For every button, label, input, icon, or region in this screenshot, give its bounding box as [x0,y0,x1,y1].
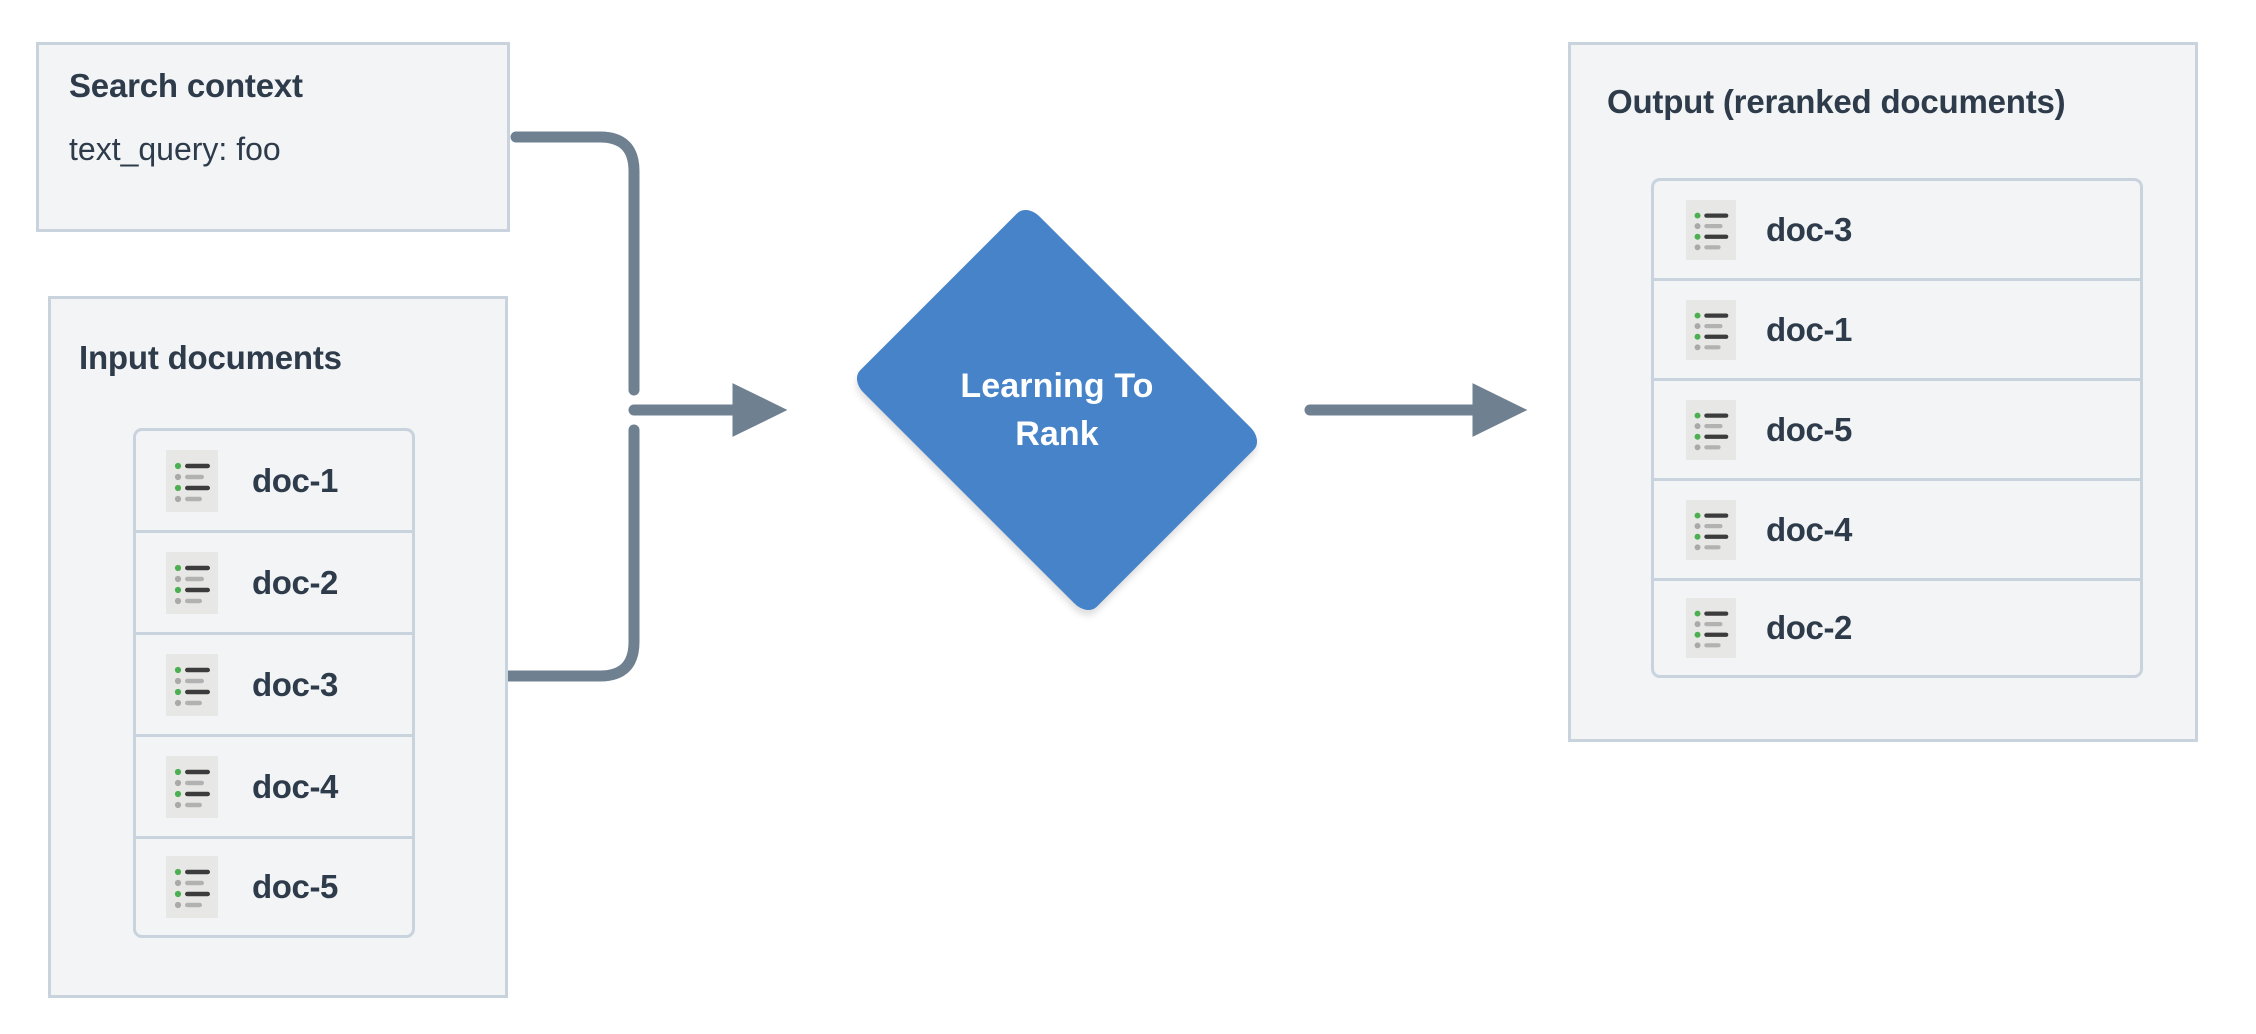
list-document-icon [1686,299,1736,360]
document-label: doc-5 [1766,410,1853,448]
document-list-item[interactable]: doc-3 [133,632,415,734]
search-context-query-text: text_query: foo [69,131,281,167]
document-label: doc-1 [252,461,339,499]
learning-to-rank-node[interactable]: Learning To Rank [822,175,1292,645]
document-list-item[interactable]: doc-2 [133,530,415,632]
document-label: doc-2 [252,563,339,601]
list-document-icon [1686,499,1736,560]
document-list-item[interactable]: doc-5 [133,836,415,938]
document-list-item[interactable]: doc-4 [1651,478,2143,578]
input-documents-title: Input documents [79,339,342,376]
document-label: doc-4 [1766,510,1853,548]
document-label: doc-3 [1766,210,1853,248]
list-document-icon [1686,598,1736,658]
document-list-item[interactable]: doc-3 [1651,178,2143,278]
document-list-item[interactable]: doc-2 [1651,578,2143,678]
list-document-icon [1686,399,1736,460]
list-document-icon [166,653,218,716]
document-list-item[interactable]: doc-1 [1651,278,2143,378]
document-list-item[interactable]: doc-1 [133,428,415,530]
document-list-item[interactable]: doc-5 [1651,378,2143,478]
list-document-icon [166,449,218,512]
ltr-label-line-1: Learning To [960,366,1154,405]
list-document-icon [166,551,218,614]
document-label: doc-3 [252,665,339,703]
list-document-icon [166,856,218,918]
ltr-label-line-2: Rank [1015,415,1099,453]
list-document-icon [166,755,218,818]
search-context-panel: Search context text_query: foo [36,42,510,232]
connector-search-context-to-ltr [510,131,640,396]
output-title: Output (reranked documents) [1607,83,2066,120]
document-label: doc-1 [1766,310,1853,348]
document-label: doc-2 [1766,609,1853,646]
document-label: doc-4 [252,767,339,805]
document-label: doc-5 [252,868,339,905]
output-document-list: doc-3 doc-1 doc-5 doc-4 doc-2 [1651,178,2143,678]
input-document-list: doc-1 doc-2 doc-3 doc-4 doc-5 [133,428,415,938]
learning-to-rank-label: Learning To Rank [822,175,1292,645]
list-document-icon [1686,199,1736,260]
connector-input-documents-to-ltr [502,424,640,682]
document-list-item[interactable]: doc-4 [133,734,415,836]
search-context-title: Search context [69,67,303,104]
